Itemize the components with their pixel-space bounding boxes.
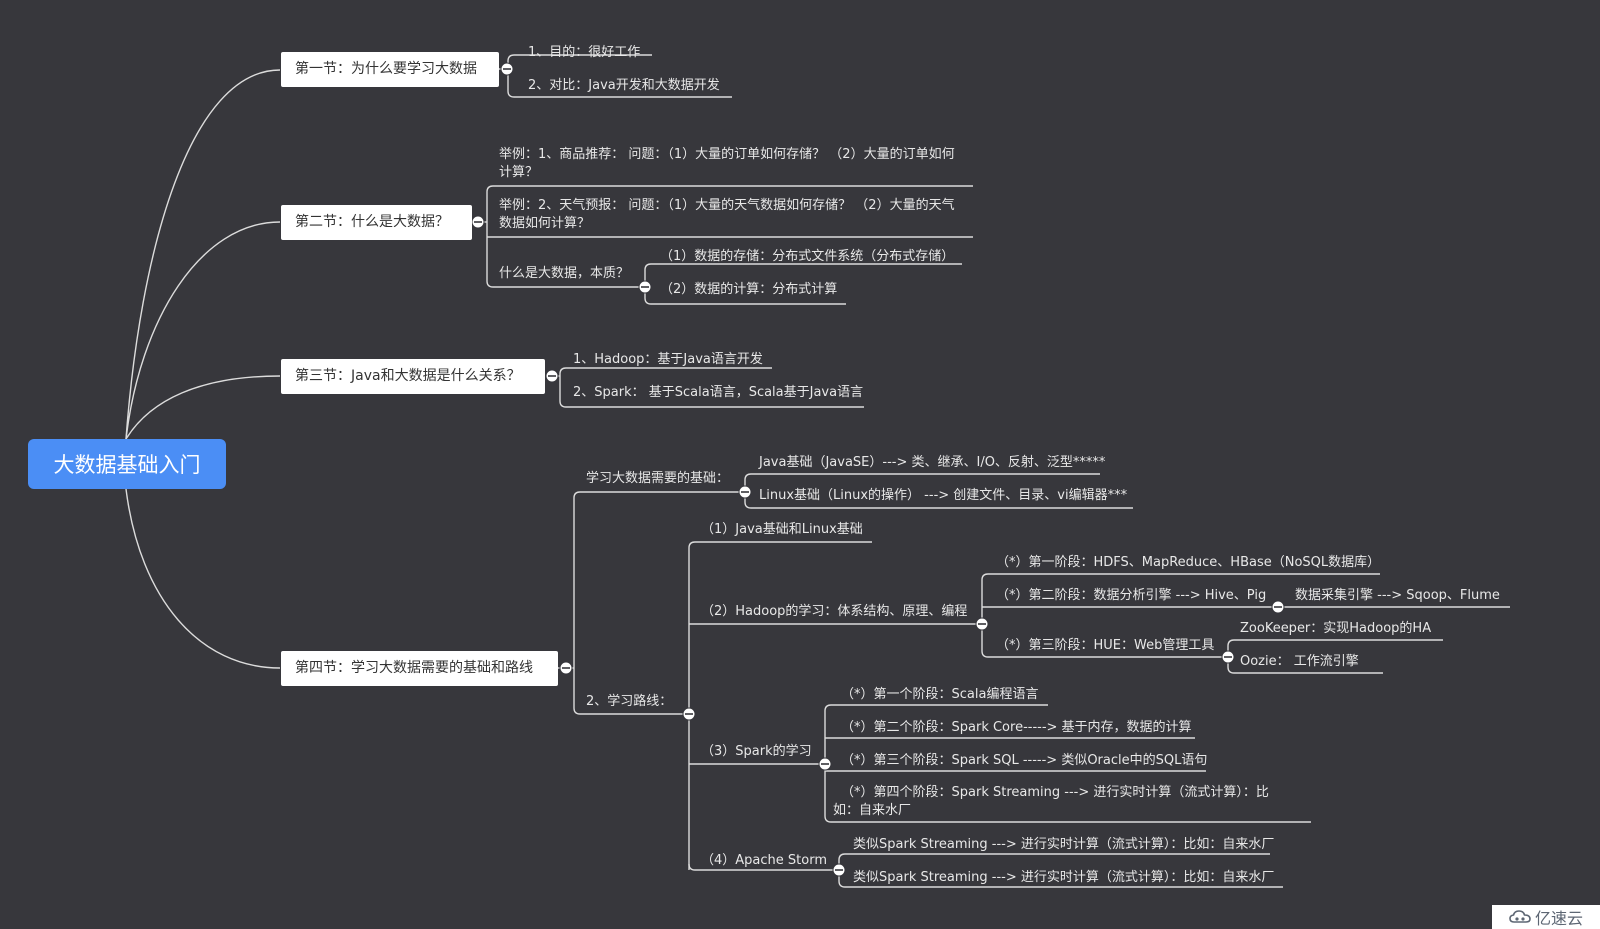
storm-item-1[interactable]: 类似Spark Streaming ---> 进行实时计算（流式计算）：比如：自…: [853, 837, 1275, 852]
storm-item-2[interactable]: 类似Spark Streaming ---> 进行实时计算（流式计算）：比如：自…: [853, 870, 1275, 885]
s3-item-hadoop[interactable]: 1、Hadoop：基于Java语言开发: [573, 352, 763, 367]
hadoop-stage-2-collect[interactable]: 数据采集引擎 ---> Sqoop、Flume: [1295, 588, 1500, 603]
watermark: 亿速云: [1492, 905, 1600, 929]
s1-item-purpose[interactable]: 1、目的：很好工作: [528, 45, 641, 60]
section-1-topic[interactable]: 第一节：为什么要学习大数据: [281, 52, 499, 87]
watermark-text: 亿速云: [1534, 909, 1583, 928]
section-2-topic[interactable]: 第二节：什么是大数据？: [281, 205, 472, 240]
spark-stage-1[interactable]: （*）第一个阶段：Scala编程语言: [841, 687, 1039, 702]
route-hadoop[interactable]: （2）Hadoop的学习：体系结构、原理、编程: [701, 604, 968, 619]
spark-stage-3[interactable]: （*）第三个阶段：Spark SQL -----> 类似Oracle中的SQL语…: [841, 753, 1208, 768]
section-3-topic[interactable]: 第三节：Java和大数据是什么关系？: [281, 359, 545, 394]
s2-item-recommend[interactable]: 举例：1、商品推荐： 问题：（1）大量的订单如何存储？ （2）大量的订单如何计算…: [499, 147, 955, 180]
s3-item-spark[interactable]: 2、Spark： 基于Scala语言，Scala基于Java语言: [573, 385, 864, 400]
route-storm[interactable]: （4）Apache Storm: [701, 853, 827, 868]
cloud-logo-icon: [1509, 910, 1531, 923]
route-java-linux[interactable]: （1）Java基础和Linux基础: [701, 522, 863, 537]
spark-stage-2[interactable]: （*）第二个阶段：Spark Core-----> 基于内存，数据的计算: [841, 720, 1192, 735]
route-spark[interactable]: （3）Spark的学习: [701, 744, 812, 759]
root-topic[interactable]: 大数据基础入门: [28, 439, 226, 489]
s2-essence-storage[interactable]: （1）数据的存储：分布式文件系统（分布式存储）: [660, 249, 955, 264]
s2-essence-compute[interactable]: （2）数据的计算：分布式计算: [660, 282, 838, 297]
s4-basics-linux[interactable]: Linux基础（Linux的操作） ---> 创建文件、目录、vi编辑器***: [759, 488, 1128, 503]
s4-basics-java[interactable]: Java基础（JavaSE）---> 类、继承、I/O、反射、泛型*****: [759, 455, 1106, 470]
s2-item-essence[interactable]: 什么是大数据，本质？: [499, 266, 630, 281]
hadoop-stage-3-oozie[interactable]: Oozie： 工作流引擎: [1240, 654, 1359, 669]
s1-item-compare[interactable]: 2、对比：Java开发和大数据开发: [528, 78, 720, 93]
hadoop-stage-3-zookeeper[interactable]: ZooKeeper：实现Hadoop的HA: [1240, 621, 1432, 636]
section-4-topic[interactable]: 第四节：学习大数据需要的基础和路线: [281, 651, 558, 686]
hadoop-stage-2[interactable]: （*）第二阶段：数据分析引擎 ---> Hive、Pig: [996, 588, 1267, 603]
s4-route-title[interactable]: 2、学习路线：: [586, 694, 673, 709]
s2-item-weather[interactable]: 举例：2、天气预报： 问题：（1）大量的天气数据如何存储？ （2）大量的天气数据…: [499, 198, 955, 231]
hadoop-stage-1[interactable]: （*）第一阶段：HDFS、MapReduce、HBase（NoSQL数据库）: [996, 555, 1381, 570]
hadoop-stage-3[interactable]: （*）第三阶段：HUE：Web管理工具: [996, 638, 1215, 653]
spark-stage-4[interactable]: （*）第四个阶段：Spark Streaming ---> 进行实时计算（流式计…: [833, 785, 1269, 818]
s4-basics-title[interactable]: 学习大数据需要的基础：: [586, 471, 730, 486]
